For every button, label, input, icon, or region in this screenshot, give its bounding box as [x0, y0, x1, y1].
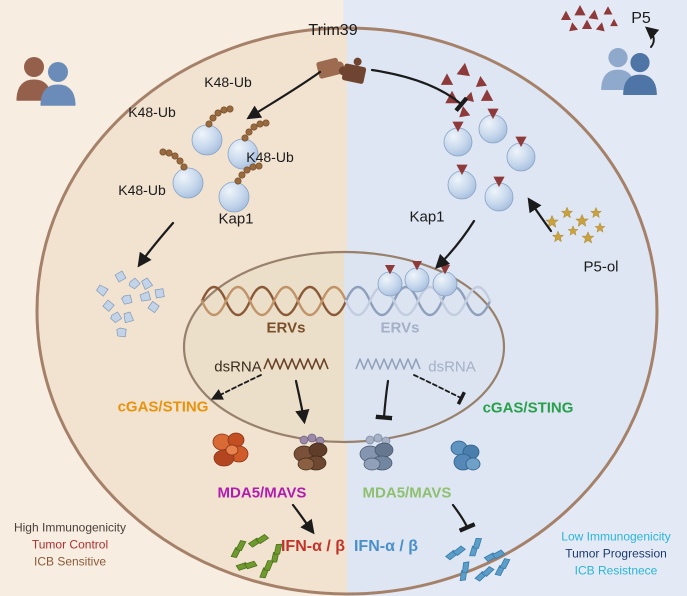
- mda5-mavs-label-left: MDA5/MAVS: [217, 484, 307, 502]
- icb-resistnece-text: ICB Resistnece: [574, 563, 658, 578]
- inhibition-dsrna-right: [375, 379, 393, 421]
- arrow-trim39-to-kap1: [246, 70, 322, 120]
- inhibition-trim39-right: [370, 68, 469, 113]
- k48-ub-label: K48-Ub: [118, 182, 166, 198]
- inhibition-ifn-right: [451, 503, 476, 533]
- trim39-puzzle-icon: [316, 57, 367, 84]
- k48-ub-label: K48-Ub: [246, 149, 294, 165]
- patient-icons-right: [601, 48, 657, 95]
- dna-helix-icon: [200, 285, 492, 317]
- cgas-sting-left-proteins: [212, 432, 249, 467]
- p5-label: P5: [631, 10, 651, 27]
- dashed-arrow-dsrna-to-cgas-left: [210, 374, 262, 400]
- ifn-label-left: IFN-α / β: [280, 538, 346, 555]
- cgas-sting-label-left: cGAS/STING: [117, 398, 209, 416]
- arrow-patients-to-p5: [645, 26, 660, 48]
- arrow-mda5-to-ifn-left: [291, 503, 315, 535]
- k48-ub-label: K48-Ub: [204, 74, 252, 90]
- dna-strand-left-b: [200, 285, 348, 317]
- tumor-progression-text: Tumor Progression: [565, 546, 667, 561]
- p5-triangle-cluster-top: [560, 5, 618, 32]
- k48-ub-label: K48-Ub: [128, 104, 176, 120]
- cgas-sting-right-proteins: [450, 440, 481, 471]
- mda5-mavs-left-proteins: [293, 433, 328, 471]
- arrow-kap1-degradation: [137, 221, 175, 268]
- dsrna-label-right: dsRNA: [428, 358, 476, 376]
- p5-ol-label: P5-ol: [583, 258, 619, 276]
- arrow-p5ol-to-kap1: [527, 197, 553, 233]
- high-immunogenicity-text: High Immunogenicity: [13, 520, 127, 535]
- cgas-sting-label-right: cGAS/STING: [482, 399, 574, 417]
- left-outcome-block: High Immunogenicity Tumor Control ICB Se…: [14, 520, 126, 571]
- low-immunogenicity-text: Low Immunogenicity: [561, 529, 671, 544]
- mda5-mavs-right-proteins: [359, 433, 394, 471]
- tumor-control-text: Tumor Control: [31, 537, 109, 552]
- nucleus: [182, 250, 506, 444]
- dsrna-squiggle-left: [263, 358, 329, 370]
- kap1-label-left: Kap1: [218, 210, 254, 228]
- arrow-dsrna-to-mda5-left: [294, 379, 310, 425]
- dashed-inhibition-cgas-right: [413, 374, 466, 406]
- icb-sensitive-text: ICB Sensitive: [33, 554, 107, 569]
- ervs-label-left: ERVs: [266, 319, 306, 337]
- arrow-kap1-to-nucleus: [434, 219, 476, 270]
- dsrna-squiggle-right: [355, 358, 421, 370]
- dna-strand-right-b: [344, 285, 492, 317]
- kap1-p5-bound-cluster: [443, 108, 536, 212]
- dsrna-label-left: dsRNA: [214, 358, 262, 376]
- trim39-label: Trim39: [308, 22, 358, 39]
- right-outcome-block: Low Immunogenicity Tumor Progression ICB…: [561, 529, 670, 580]
- kap1-ubiquitinated-cluster: [159, 105, 270, 213]
- kap1-label-right: Kap1: [409, 208, 445, 226]
- ervs-label-right: ERVs: [380, 319, 420, 337]
- patient-icons-left: [16, 57, 76, 106]
- erv-bound-kap1: [377, 261, 458, 297]
- ifn-label-right: IFN-α / β: [353, 538, 419, 555]
- mda5-mavs-label-right: MDA5/MAVS: [362, 484, 452, 502]
